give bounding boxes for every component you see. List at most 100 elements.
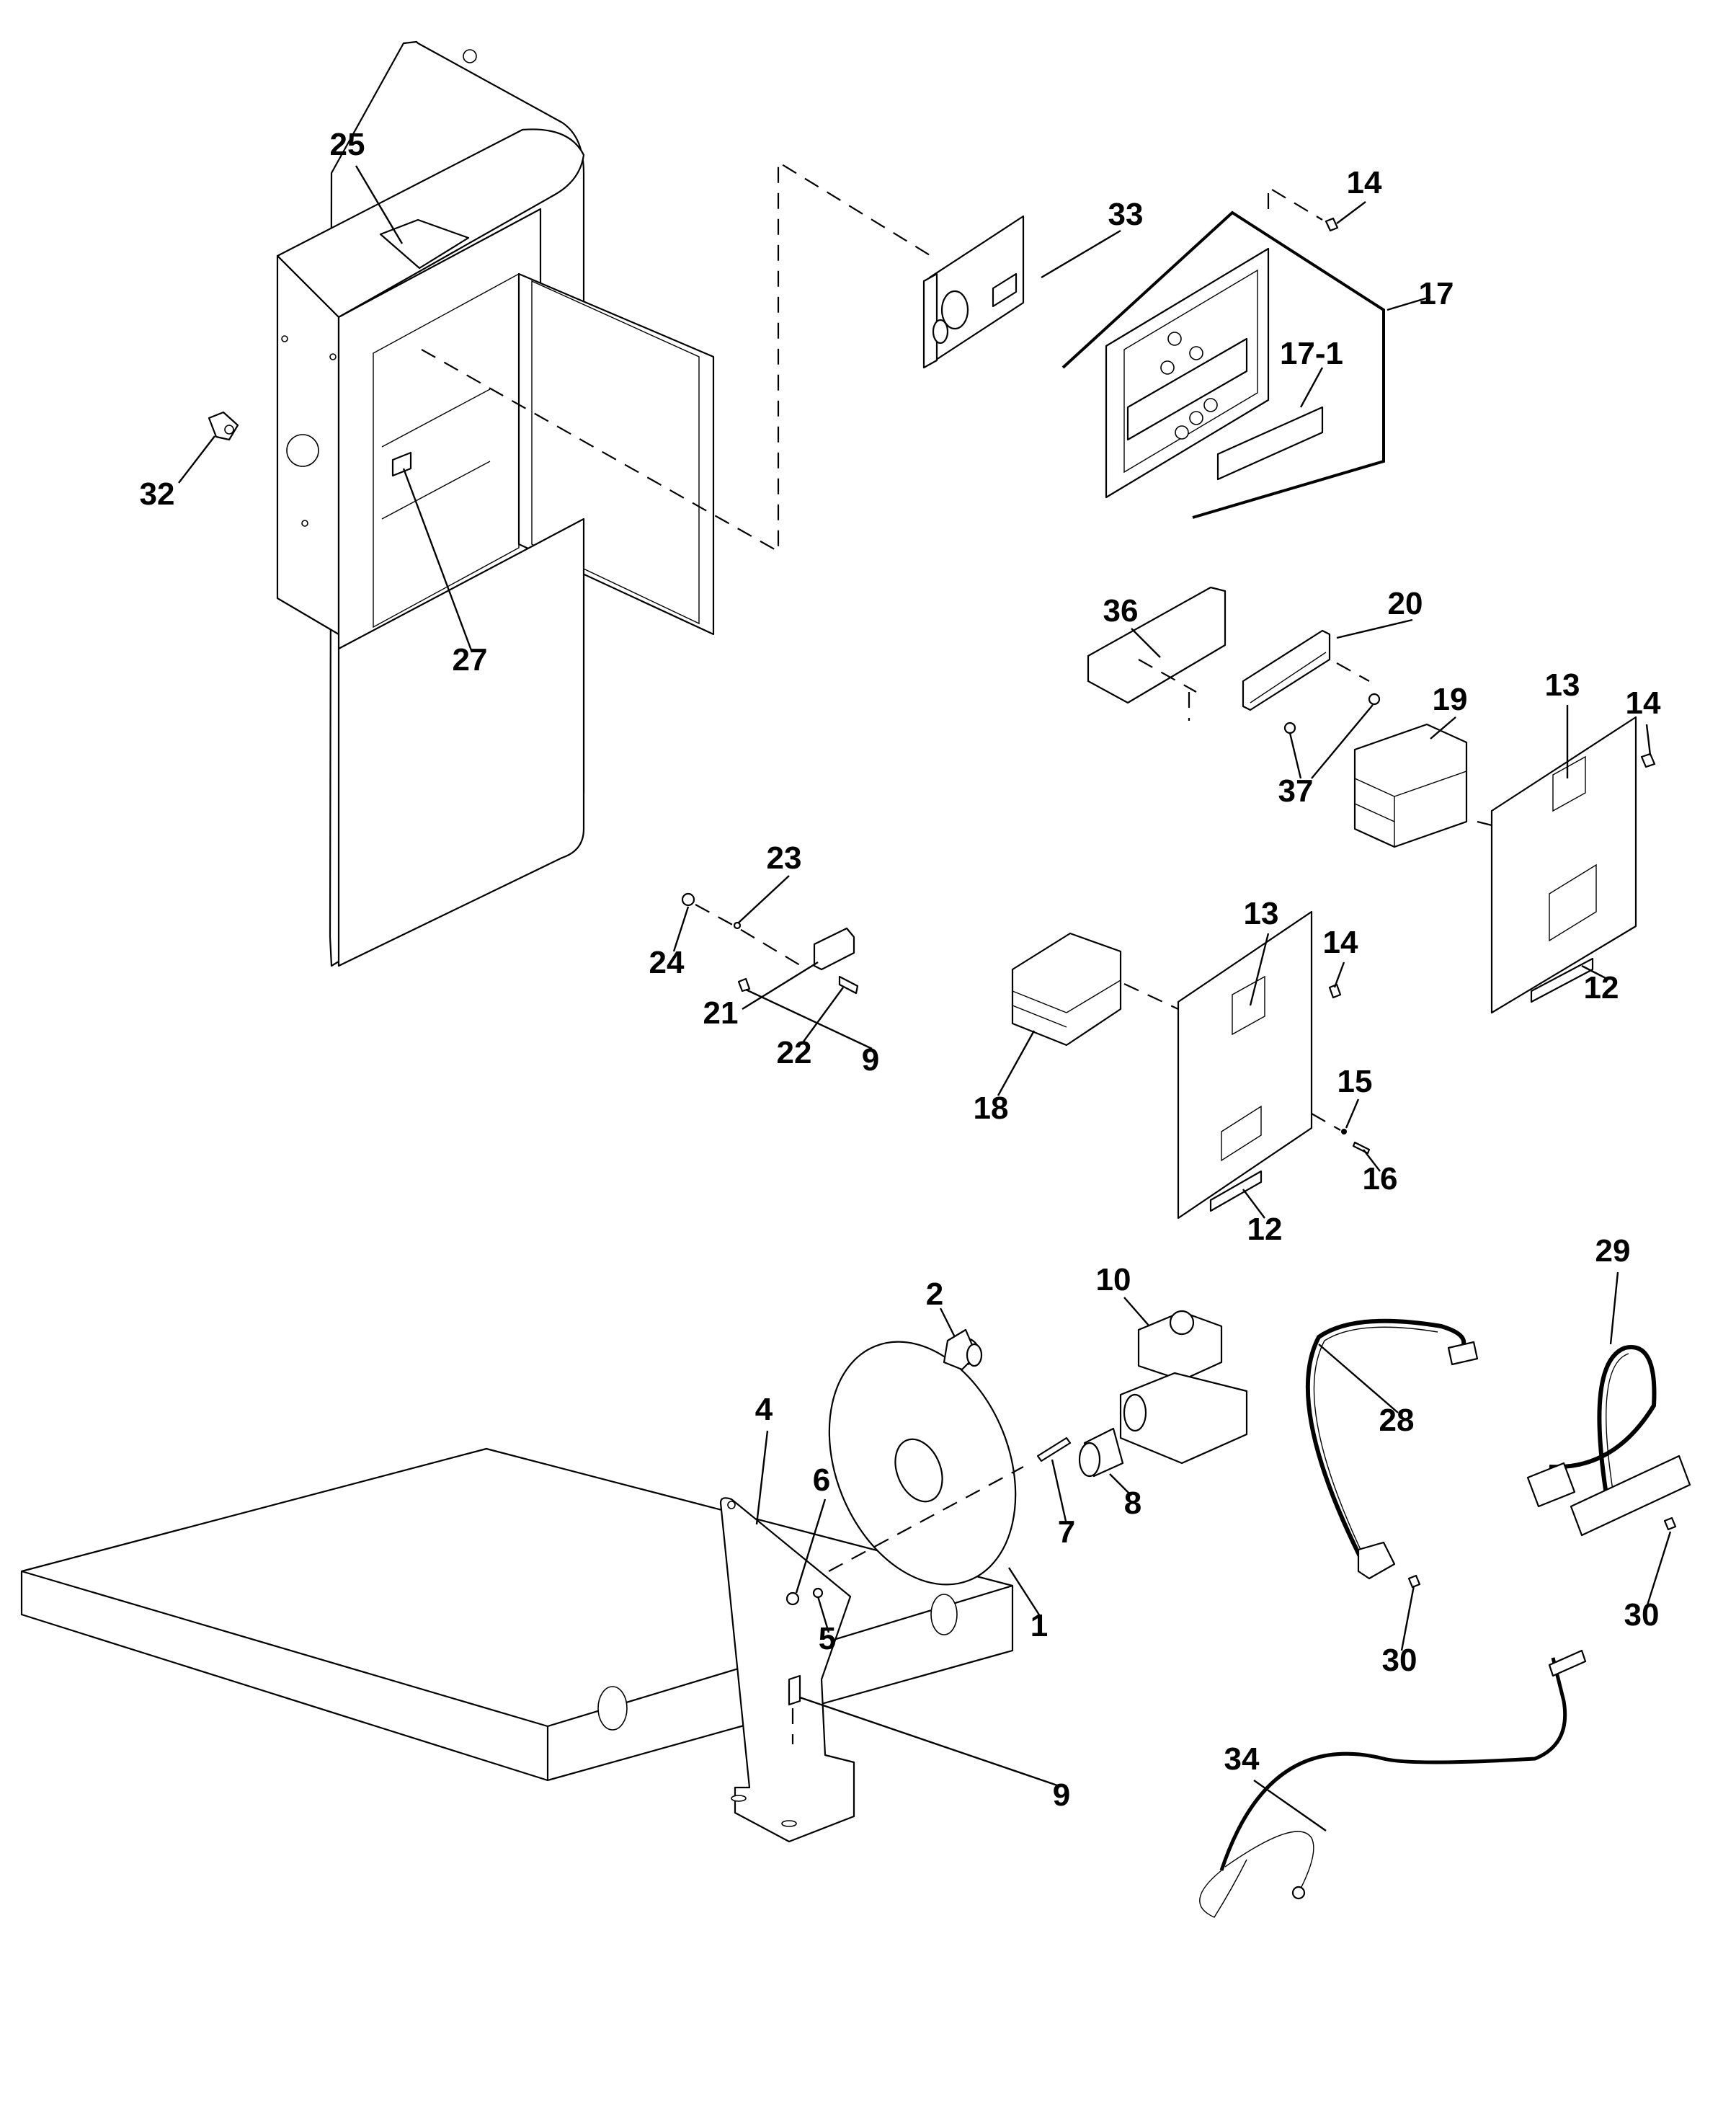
callout-8: 8 bbox=[1124, 1486, 1141, 1521]
screw-16 bbox=[1352, 1141, 1371, 1155]
knockout bbox=[597, 1686, 628, 1731]
leader-line-36 bbox=[1131, 628, 1161, 658]
leader-line-12a bbox=[1581, 964, 1608, 980]
cabinet-top bbox=[276, 128, 585, 319]
leader-line-29 bbox=[1609, 1271, 1619, 1345]
control-panel-17 bbox=[1061, 210, 1385, 519]
callout-29: 29 bbox=[1595, 1233, 1631, 1269]
label-27-box bbox=[391, 451, 412, 477]
screw-14-lower bbox=[1328, 983, 1342, 999]
breaker-18 bbox=[1011, 932, 1122, 1047]
leader-line-7 bbox=[1051, 1459, 1068, 1525]
leader-line-1 bbox=[1007, 1567, 1043, 1619]
leader-line-12b bbox=[1242, 1189, 1265, 1219]
leader-line-33 bbox=[1041, 229, 1121, 279]
callout-13a: 13 bbox=[1545, 667, 1580, 703]
leader-line-24 bbox=[672, 906, 690, 952]
callout-18: 18 bbox=[974, 1091, 1009, 1126]
callout-28: 28 bbox=[1379, 1403, 1415, 1438]
screw-30b bbox=[1663, 1517, 1677, 1531]
leader-line-17 bbox=[1386, 296, 1431, 311]
callout-22: 22 bbox=[777, 1035, 812, 1070]
leader-line-30b bbox=[1645, 1531, 1672, 1608]
leader-line-23 bbox=[738, 875, 790, 923]
leader-line-25 bbox=[355, 165, 404, 244]
callout-19: 19 bbox=[1433, 682, 1468, 717]
ground-lug-21 bbox=[813, 927, 855, 971]
clip-32 bbox=[208, 411, 239, 441]
ring-terminal bbox=[1291, 1886, 1306, 1900]
leader-line-32 bbox=[178, 435, 215, 484]
callout-14b: 14 bbox=[1626, 685, 1661, 721]
panel-overlay-17-1 bbox=[1216, 406, 1324, 481]
callout-7: 7 bbox=[1058, 1514, 1075, 1550]
knockout bbox=[286, 434, 319, 467]
label-25-box bbox=[379, 218, 470, 270]
shield-bracket-36 bbox=[1087, 586, 1227, 704]
callout-24: 24 bbox=[649, 945, 685, 980]
screw-9-bottom bbox=[788, 1674, 801, 1706]
screw-37b bbox=[1283, 721, 1296, 734]
leader-line-34 bbox=[1253, 1780, 1327, 1831]
leader-line-28 bbox=[1318, 1344, 1399, 1413]
cabinet-column bbox=[337, 518, 585, 967]
leader-lines bbox=[178, 165, 1672, 1831]
callout-13b: 13 bbox=[1244, 896, 1279, 931]
screw-14-right bbox=[1640, 752, 1656, 768]
callout-32: 32 bbox=[140, 476, 175, 512]
breaker-double-19 bbox=[1353, 723, 1468, 848]
screw-30a bbox=[1407, 1574, 1421, 1589]
pipe-nipple-8 bbox=[1078, 1427, 1124, 1478]
callout-12a: 12 bbox=[1584, 970, 1619, 1005]
knockout bbox=[930, 1594, 958, 1635]
leader-line-16 bbox=[1363, 1149, 1381, 1172]
wire-harness-34 bbox=[1199, 1649, 1587, 1918]
leader-line-6 bbox=[795, 1498, 827, 1594]
screw-22 bbox=[838, 975, 859, 995]
leader-line-13b bbox=[1249, 933, 1270, 1006]
callout-27: 27 bbox=[453, 642, 488, 678]
cover-plate-lower bbox=[1177, 910, 1313, 1220]
mounting-bracket-4 bbox=[719, 1497, 855, 1843]
leader-line-37 bbox=[1311, 704, 1374, 779]
washer-15 bbox=[1341, 1129, 1347, 1134]
washer-5 bbox=[812, 1587, 824, 1599]
callout-33: 33 bbox=[1108, 197, 1144, 232]
assembly-guide bbox=[421, 161, 938, 553]
callout-6: 6 bbox=[813, 1462, 830, 1498]
callout-37: 37 bbox=[1278, 773, 1314, 809]
leader-line-14c bbox=[1333, 962, 1345, 988]
leader-line-21 bbox=[742, 961, 819, 1011]
lockwasher-23 bbox=[733, 921, 742, 930]
screw-14-top bbox=[1325, 217, 1339, 232]
callout-1: 1 bbox=[1031, 1608, 1048, 1643]
leader-line-10 bbox=[1123, 1297, 1150, 1327]
assembly-bracket-outline bbox=[1061, 210, 1385, 519]
callout-17: 17 bbox=[1419, 276, 1454, 311]
leader-line-27 bbox=[402, 468, 473, 653]
leader-line-8 bbox=[1109, 1473, 1132, 1496]
callout-23: 23 bbox=[767, 840, 802, 876]
callout-14a: 14 bbox=[1347, 165, 1382, 200]
callout-9a: 9 bbox=[862, 1042, 879, 1078]
callout-30a: 30 bbox=[1382, 1643, 1417, 1678]
tab-12-lower bbox=[1209, 1170, 1263, 1212]
callout-9b: 9 bbox=[1053, 1777, 1070, 1813]
leader-line-19 bbox=[1430, 716, 1456, 740]
callout-10: 10 bbox=[1096, 1262, 1131, 1297]
leader-line-18 bbox=[997, 1030, 1036, 1096]
callout-12b: 12 bbox=[1247, 1212, 1283, 1247]
leader-line-4 bbox=[755, 1430, 769, 1525]
callout-4: 4 bbox=[755, 1392, 773, 1427]
leader-line-9a bbox=[745, 988, 873, 1050]
tab-12-upper bbox=[1530, 957, 1594, 1003]
label-13-upper bbox=[1552, 755, 1586, 812]
wire-harness-28 bbox=[1305, 1318, 1479, 1580]
bolt-7 bbox=[1036, 1436, 1072, 1462]
nut-6 bbox=[785, 1591, 800, 1606]
callout-16: 16 bbox=[1363, 1161, 1398, 1196]
callout-30b: 30 bbox=[1624, 1597, 1660, 1633]
screw-9-mid bbox=[737, 977, 751, 993]
leader-line-9b bbox=[799, 1696, 1060, 1788]
